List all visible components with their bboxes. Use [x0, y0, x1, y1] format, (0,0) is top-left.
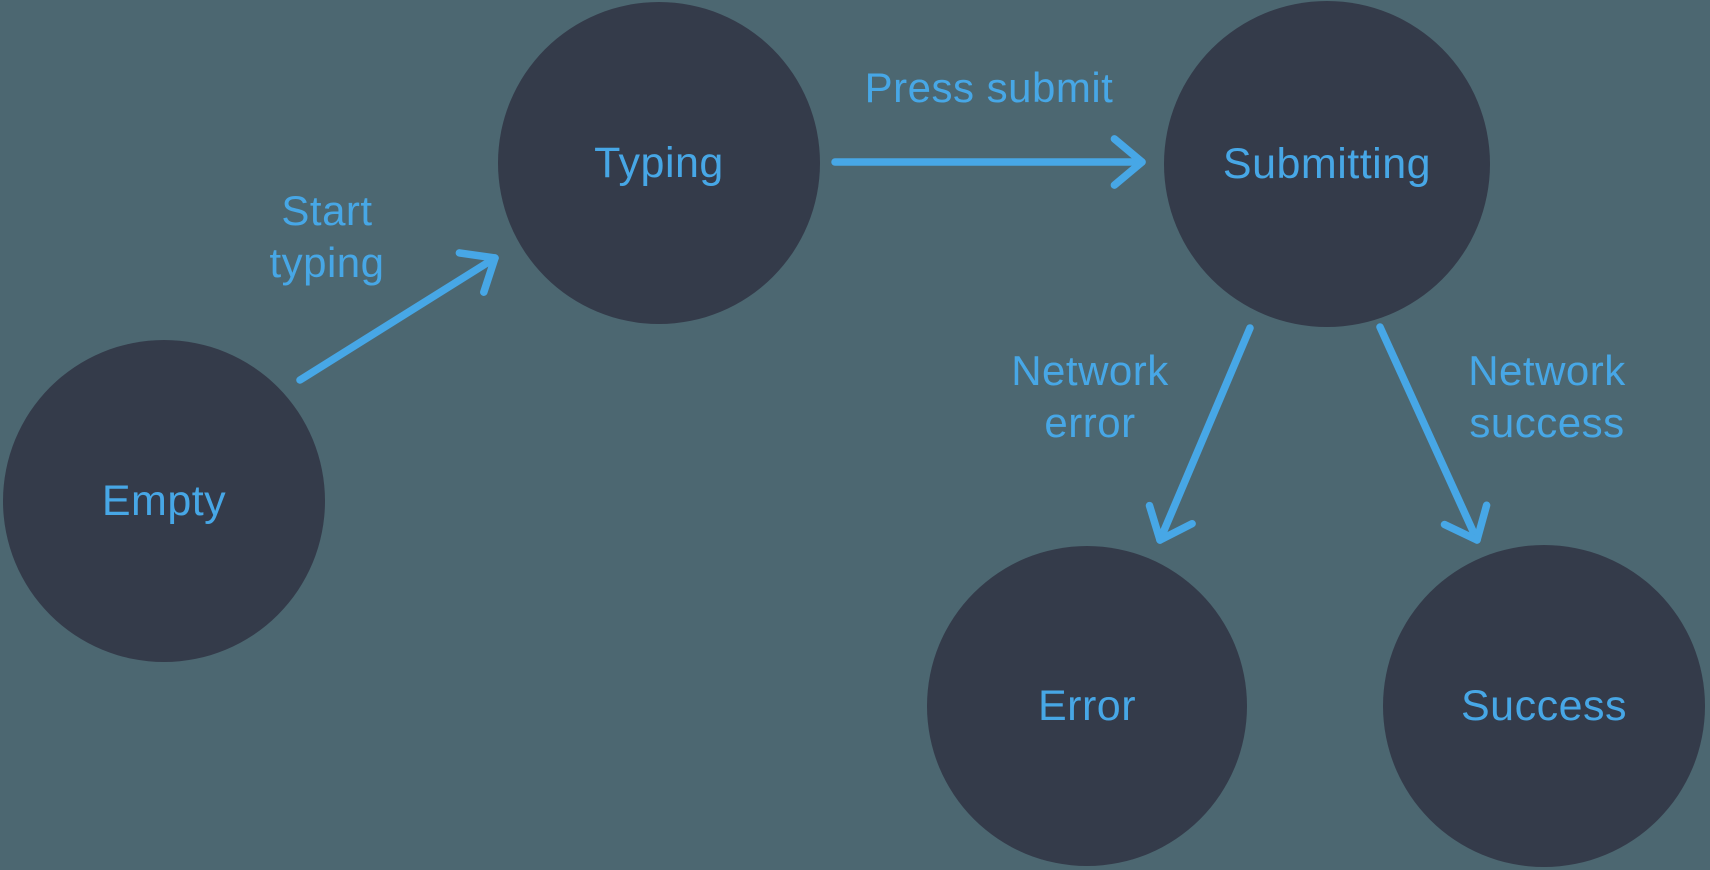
state-node-error: Error	[927, 546, 1247, 866]
edge-label-line: Press submit	[864, 64, 1114, 111]
edge-label-network-success: Network success	[1397, 345, 1697, 449]
state-node-success: Success	[1383, 545, 1705, 867]
state-node-label: Error	[1037, 681, 1137, 730]
edge-press-submit-arrow	[831, 135, 1146, 189]
state-node-typing: Typing	[498, 2, 820, 324]
edge-label-start-typing: Start typing	[177, 185, 477, 289]
state-node-label: Typing	[594, 138, 724, 187]
arrow-head-icon	[1440, 501, 1491, 544]
arrow-head-icon	[1110, 135, 1146, 189]
edge-label-network-error: Network error	[940, 345, 1240, 449]
state-node-label: Empty	[101, 476, 227, 525]
arrow-head-icon	[1145, 501, 1196, 544]
state-node-label: Submitting	[1222, 139, 1432, 188]
state-node-submitting: Submitting	[1164, 1, 1490, 327]
edge-label-line: Network	[1011, 347, 1169, 394]
edge-label-line: Network	[1468, 347, 1626, 394]
edge-label-line: error	[1044, 399, 1136, 446]
edge-label-line: Start	[281, 187, 373, 234]
edge-label-line: typing	[269, 239, 385, 286]
edge-label-press-submit: Press submit	[789, 62, 1189, 114]
edge-label-line: success	[1469, 399, 1625, 446]
state-node-empty: Empty	[3, 340, 325, 662]
state-node-label: Success	[1460, 681, 1627, 730]
